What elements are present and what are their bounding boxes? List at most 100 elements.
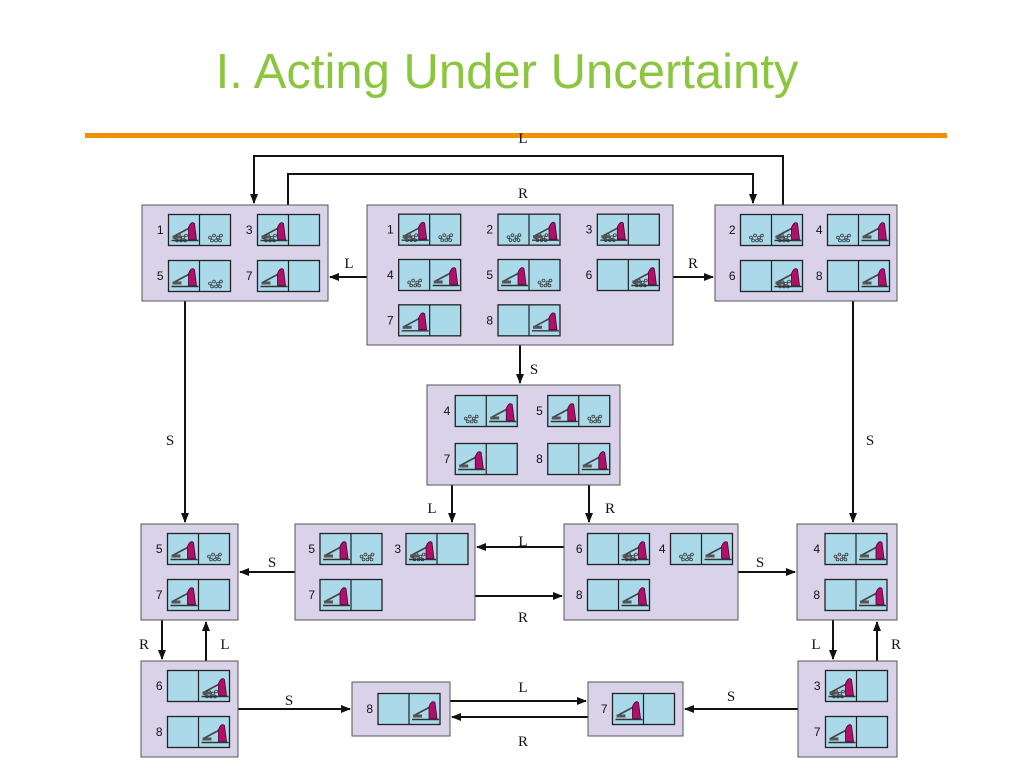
world-state-8: 8	[486, 304, 561, 337]
world-state-4: 4	[444, 394, 518, 428]
dirt-icon	[587, 414, 603, 424]
edge-label: S	[866, 433, 874, 449]
state-number: 7	[246, 269, 253, 283]
vacuum-icon	[621, 587, 649, 607]
state-number: 8	[156, 725, 163, 739]
state-number: 6	[156, 679, 163, 693]
vacuum-icon	[631, 267, 659, 287]
state-number: 5	[536, 404, 543, 418]
vacuum-icon	[615, 701, 643, 721]
vacuum-icon	[171, 268, 199, 288]
belief-state-c4: 48	[796, 523, 898, 621]
belief-state-c1: 57	[140, 523, 239, 621]
belief-state-b1: 68	[140, 660, 239, 758]
vacuum-icon	[704, 541, 732, 561]
vacuum-icon	[550, 403, 578, 423]
state-number: 5	[157, 269, 164, 283]
world-state-8: 8	[366, 692, 441, 726]
world-state-7: 7	[308, 578, 383, 612]
edge-label: R	[518, 734, 528, 750]
world-state-1: 1	[157, 213, 232, 247]
vacuum-icon	[170, 587, 198, 607]
edge-label: L	[811, 637, 820, 653]
state-number: 2	[729, 223, 736, 237]
world-state-5: 5	[156, 532, 231, 566]
world-state-5: 5	[157, 259, 232, 293]
edge-label: L	[518, 131, 527, 147]
state-number: 1	[157, 223, 164, 237]
state-number: 7	[444, 452, 451, 466]
vacuum-icon	[260, 222, 288, 242]
vacuum-icon	[859, 541, 886, 561]
dirt-icon	[208, 279, 223, 289]
edge-label: S	[268, 555, 276, 571]
vacuum-icon	[489, 403, 517, 423]
dirt-icon	[679, 552, 694, 562]
edge-label: R	[518, 186, 528, 202]
edge-label: S	[285, 693, 293, 709]
vacuum-icon	[260, 268, 288, 288]
world-state-4: 4	[659, 532, 734, 566]
world-state-1: 1	[387, 213, 462, 246]
slide-title: I. Acting Under Uncertainty	[215, 45, 799, 99]
vacuum-icon	[828, 678, 856, 698]
world-state-3: 3	[394, 532, 469, 566]
state-number: 4	[444, 404, 451, 418]
vacuum-icon	[532, 221, 559, 241]
edge-left-right	[287, 173, 757, 205]
vacuum-icon	[401, 221, 429, 241]
state-number: 8	[366, 702, 373, 716]
world-state-5: 5	[536, 394, 611, 428]
edge-label: R	[891, 637, 901, 653]
state-number: 2	[486, 223, 493, 237]
world-state-8: 8	[813, 578, 888, 612]
vacuum-icon	[581, 451, 609, 471]
edge-right-left	[250, 155, 784, 205]
dirt-icon	[359, 552, 375, 562]
state-number: 3	[394, 542, 401, 556]
vacuum-icon	[774, 222, 802, 242]
vacuum-icon	[432, 267, 460, 287]
dirt-icon	[833, 552, 849, 562]
world-state-4: 4	[813, 532, 888, 566]
vacuum-icon	[171, 222, 199, 242]
vacuum-icon	[412, 701, 439, 721]
vacuum-icon	[323, 587, 350, 607]
world-state-6: 6	[586, 258, 660, 292]
state-number: 7	[308, 588, 315, 602]
world-state-6: 6	[729, 259, 804, 293]
edge-label: L	[427, 501, 436, 517]
belief-state-c2: 5 3 7	[294, 523, 476, 621]
edge-label: S	[727, 689, 735, 705]
edge-label: S	[166, 433, 174, 449]
dirt-icon	[537, 278, 553, 288]
dirt-icon	[438, 233, 453, 242]
world-state-2: 2	[729, 213, 804, 247]
world-state-7: 7	[246, 259, 321, 293]
dirt-icon	[506, 233, 522, 242]
world-state-3: 3	[246, 213, 321, 247]
world-state-8: 8	[536, 442, 611, 476]
state-number: 4	[659, 542, 666, 556]
state-number: 3	[246, 223, 253, 237]
state-number: 5	[156, 542, 163, 556]
state-number: 5	[486, 268, 493, 282]
state-number: 4	[387, 268, 394, 282]
vacuum-icon	[621, 541, 649, 561]
state-number: 6	[576, 542, 583, 556]
state-number: 5	[308, 542, 315, 556]
belief-state-left: 1 3 5 7	[141, 204, 329, 302]
state-number: 8	[486, 313, 493, 327]
state-number: 8	[536, 452, 543, 466]
world-state-4: 4	[387, 258, 462, 292]
state-number: 7	[156, 588, 163, 602]
edge-label: R	[139, 637, 149, 653]
state-number: 4	[813, 542, 820, 556]
dirt-icon	[463, 414, 479, 424]
world-state-8: 8	[156, 715, 231, 749]
world-state-7: 7	[814, 715, 889, 749]
state-number: 8	[816, 269, 823, 283]
